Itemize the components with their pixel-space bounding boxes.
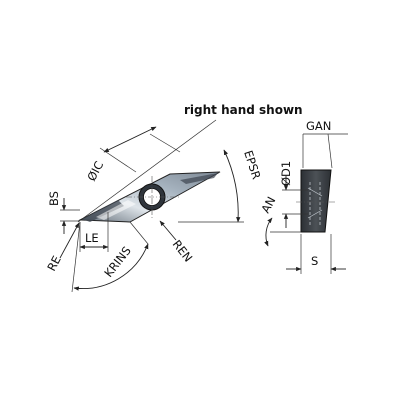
label-epsr: EPSR <box>241 149 263 181</box>
krins-arc <box>73 243 149 291</box>
hole-countersink-bottom <box>307 209 323 219</box>
gan-slope-line <box>327 133 333 169</box>
label-ren: REN <box>170 237 196 264</box>
krins-extension-line-2 <box>129 221 149 245</box>
epsr-arc <box>223 149 241 223</box>
label-bs: BS <box>47 191 61 206</box>
label-re: RE <box>44 253 64 273</box>
insert-top-view: ØIC EPSR BS LE RE <box>44 119 264 293</box>
label-d1: ØD1 <box>279 161 293 186</box>
face-highlight <box>96 200 136 220</box>
label-ic: ØIC <box>84 159 106 184</box>
label-le: LE <box>85 231 99 245</box>
chipbreaker-band-right <box>180 173 218 184</box>
epsr-leader-line <box>77 119 217 223</box>
krins-extension-line <box>71 221 81 293</box>
label-krins: KRINS <box>101 244 133 280</box>
label-s: S <box>311 254 318 268</box>
label-gan: GAN <box>306 119 331 133</box>
re-leader-line <box>59 222 80 259</box>
hole-countersink-top <box>307 187 323 197</box>
label-an: AN <box>258 194 278 215</box>
title-right-hand-shown: right hand shown <box>184 103 303 117</box>
ic-extension-line-2 <box>149 133 181 153</box>
chipbreaker-band-left <box>82 200 124 222</box>
ren-leader-line <box>159 220 177 241</box>
an-arc <box>264 217 273 247</box>
insert-side-body <box>300 169 332 233</box>
ic-dimension-line <box>103 126 157 153</box>
insert-side-view: GAN ØD1 AN S <box>258 119 348 274</box>
